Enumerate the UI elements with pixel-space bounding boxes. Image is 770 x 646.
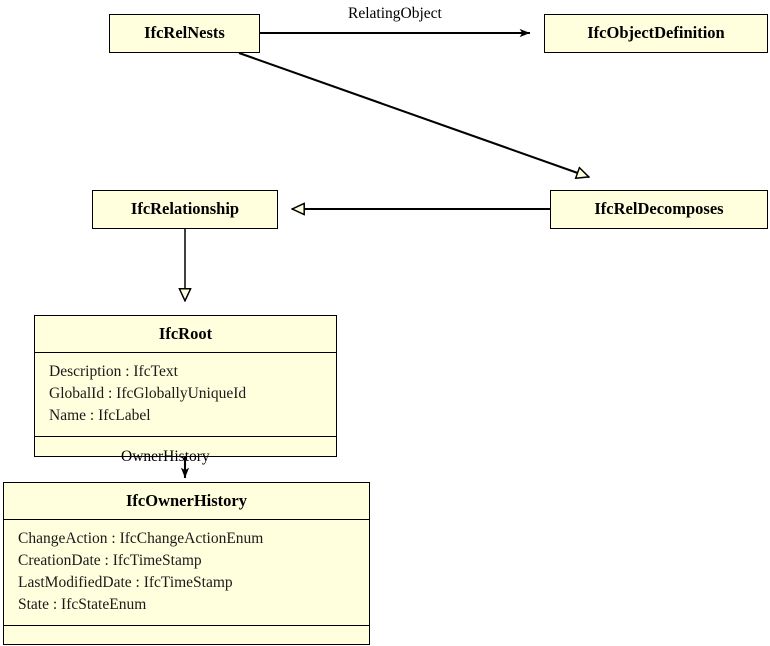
edge-label-relating-object: RelatingObject bbox=[348, 5, 442, 22]
class-title: IfcOwnerHistory bbox=[126, 491, 247, 510]
edge-nests-generalization bbox=[238, 52, 589, 177]
class-operations bbox=[4, 624, 369, 643]
uml-class-ifcobjectdefinition[interactable]: IfcObjectDefinition bbox=[544, 14, 768, 53]
class-attribute: Name : IfcLabel bbox=[49, 406, 151, 424]
uml-class-ifcreldecomposes[interactable]: IfcRelDecomposes bbox=[550, 190, 768, 229]
uml-class-ifcroot[interactable]: IfcRoot Description : IfcText GlobalId :… bbox=[34, 315, 337, 457]
uml-class-ifcownerhistory[interactable]: IfcOwnerHistory ChangeAction : IfcChange… bbox=[3, 482, 370, 645]
class-attribute: ChangeAction : IfcChangeActionEnum bbox=[18, 529, 264, 547]
class-title: IfcObjectDefinition bbox=[587, 23, 725, 42]
class-title: IfcRelDecomposes bbox=[594, 199, 724, 218]
uml-class-ifcrelationship[interactable]: IfcRelationship bbox=[92, 190, 278, 229]
class-attribute: LastModifiedDate : IfcTimeStamp bbox=[18, 573, 233, 591]
uml-class-ifcrelnests[interactable]: IfcRelNests bbox=[109, 14, 260, 53]
class-attribute: Description : IfcText bbox=[49, 362, 178, 380]
class-title: IfcRelationship bbox=[130, 199, 240, 218]
class-attribute: CreationDate : IfcTimeStamp bbox=[18, 551, 202, 569]
class-attribute: State : IfcStateEnum bbox=[18, 595, 147, 613]
class-title: IfcRoot bbox=[158, 324, 213, 343]
edge-label-owner-history: OwnerHistory bbox=[121, 448, 210, 465]
class-attribute: GlobalId : IfcGloballyUniqueId bbox=[49, 384, 247, 402]
class-attributes: ChangeAction : IfcChangeActionEnum Creat… bbox=[4, 518, 369, 625]
class-operations bbox=[35, 435, 336, 454]
class-title: IfcRelNests bbox=[144, 23, 225, 42]
class-attributes: Description : IfcText GlobalId : IfcGlob… bbox=[35, 351, 336, 436]
